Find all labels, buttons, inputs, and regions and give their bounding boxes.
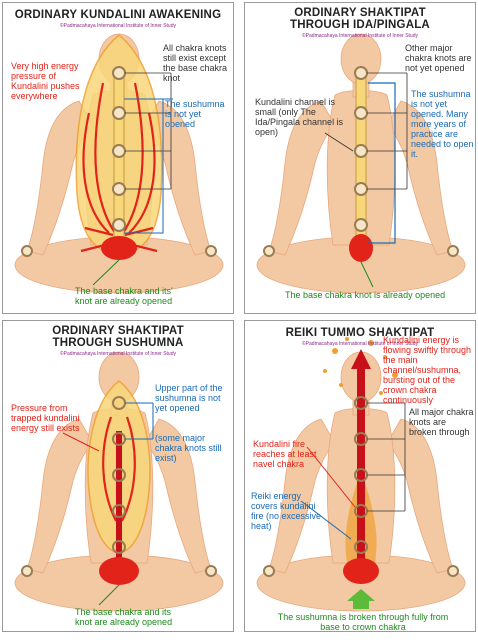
base-chakra bbox=[349, 234, 373, 262]
label-knots-still-exist: (some major chakra knots still exist) bbox=[155, 433, 222, 463]
label-sushumna-not-opened: The sushumna is not yet opened. Many mor… bbox=[411, 89, 474, 159]
meditating-figure-illustration bbox=[256, 337, 466, 612]
panel-shaktipat-ida-pingala: ORDINARY SHAKTIPAT THROUGH IDA/PINGALA ©… bbox=[244, 2, 476, 314]
panel-title-line1: ORDINARY SHAKTIPAT bbox=[52, 325, 184, 337]
label-energy-pressure: Very high energy pressure of Kundalini p… bbox=[11, 61, 80, 101]
label-chakra-knots: All chakra knots still exist except the … bbox=[163, 43, 228, 83]
meditating-figure-illustration bbox=[256, 33, 466, 294]
body-part bbox=[268, 418, 336, 574]
sushumna-open-lower bbox=[116, 431, 122, 561]
label-knots-not-opened: Other major chakra knots are not yet ope… bbox=[405, 43, 472, 73]
label-sushumna-broken-through: The sushumna is broken through fully fro… bbox=[277, 612, 449, 632]
panel-title-line1: ORDINARY SHAKTIPAT bbox=[294, 7, 426, 19]
label-reiki-energy: Reiki energy covers kundalini fire (no e… bbox=[251, 491, 322, 531]
chakra-knots bbox=[112, 396, 126, 554]
red-callout bbox=[62, 432, 100, 452]
hand-chakras bbox=[21, 245, 217, 257]
body-part bbox=[386, 100, 454, 256]
meditating-figure-illustration bbox=[14, 351, 224, 612]
panel-title-line2: THROUGH SUSHUMNA bbox=[52, 337, 184, 349]
panel-shaktipat-sushumna: ORDINARY SHAKTIPAT THROUGH SUSHUMNA ©Pad… bbox=[2, 320, 234, 632]
arrow-group bbox=[102, 416, 136, 522]
sushumna-callout bbox=[368, 82, 396, 244]
copyright-line: ©Padmacahaya International Institute of … bbox=[302, 33, 418, 39]
sushumna-callout bbox=[124, 98, 173, 234]
panel-title: REIKI TUMMO SHAKTIPAT bbox=[285, 327, 435, 339]
body-part bbox=[386, 418, 454, 574]
label-knots-broken: All major chakra knots are broken throug… bbox=[409, 407, 474, 437]
upper-sushumna-callout bbox=[125, 402, 154, 440]
label-kundalini-flowing: Kundalini energy is flowing swiftly thro… bbox=[383, 335, 472, 405]
channel-callout bbox=[324, 132, 354, 152]
label-kundalini-fire: Kundalini fire reaches at least navel ch… bbox=[253, 439, 317, 469]
panel-title: ORDINARY KUNDALINI AWAKENING bbox=[14, 9, 222, 21]
base-chakra bbox=[101, 236, 137, 260]
copyright-line: ©Padmacahaya International Institute of … bbox=[60, 23, 176, 29]
body-silhouette bbox=[256, 33, 466, 294]
panel-ordinary-kundalini-awakening: ORDINARY KUNDALINI AWAKENING ©Padmacahay… bbox=[2, 2, 234, 314]
sushumna-channel bbox=[357, 365, 365, 565]
chakra-knots bbox=[354, 66, 368, 232]
green-callout bbox=[92, 259, 120, 286]
meditating-figure-illustration bbox=[14, 33, 224, 294]
label-channel-small: Kundalini channel is small (only The Ida… bbox=[255, 97, 344, 137]
base-chakra bbox=[343, 558, 379, 584]
knot-callout-lines bbox=[367, 72, 408, 190]
fire-callout bbox=[306, 446, 356, 508]
body-part bbox=[268, 100, 336, 256]
panel-reiki-tummo-shaktipat: REIKI TUMMO SHAKTIPAT ©Padmacahaya Inter… bbox=[244, 320, 476, 632]
body-part bbox=[26, 418, 94, 574]
label-base-chakra-opened: The base chakra and its knot are already… bbox=[75, 607, 173, 627]
upward-green-arrow bbox=[347, 589, 375, 609]
hand-chakras bbox=[21, 565, 217, 577]
copyright-line: ©Padmacahaya International Institute of … bbox=[60, 351, 176, 357]
hand-chakras bbox=[263, 245, 459, 257]
label-sushumna-not-opened: The sushumna is not yet opened bbox=[165, 99, 225, 129]
green-callout bbox=[98, 584, 120, 606]
label-trapped-pressure: Pressure from trapped kundalini energy s… bbox=[11, 403, 80, 433]
label-upper-sushumna: Upper part of the sushumna is not yet op… bbox=[155, 383, 223, 413]
knots-callout-lines bbox=[367, 402, 406, 512]
label-base-chakra-opened: The base chakra and its' knot are alread… bbox=[75, 286, 173, 306]
chakra-knots bbox=[112, 66, 126, 232]
green-callout bbox=[360, 261, 374, 288]
panel-title-line2: THROUGH IDA/PINGALA bbox=[290, 19, 430, 31]
base-chakra bbox=[99, 557, 139, 585]
starburst-sparks bbox=[323, 337, 398, 395]
copyright-line: ©Padmacahaya International Institute of … bbox=[302, 341, 418, 347]
reiki-callout bbox=[300, 500, 352, 540]
crown-arrowhead bbox=[351, 349, 371, 369]
body-part bbox=[144, 418, 212, 574]
hand-chakras bbox=[263, 565, 459, 577]
label-base-knot-opened: The base chakra knot is already opened bbox=[285, 290, 446, 300]
